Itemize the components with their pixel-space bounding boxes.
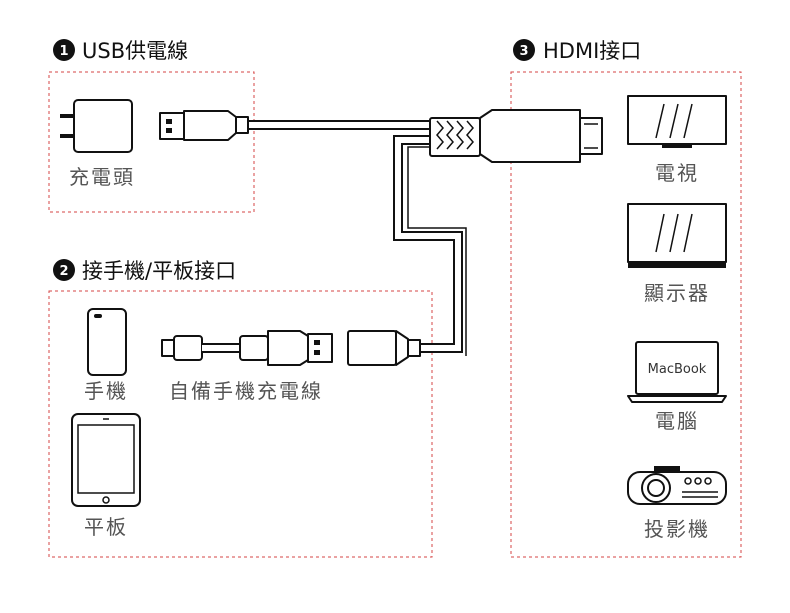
usb-power-box	[48, 71, 255, 213]
female-port-icon	[347, 330, 421, 366]
user-cable-icon	[161, 330, 333, 366]
number-3: 3	[519, 44, 528, 59]
monitor-icon	[627, 203, 727, 268]
number-1: 1	[59, 44, 68, 59]
charger-label: 充電頭	[69, 165, 135, 189]
projector-icon	[627, 466, 727, 505]
phone-tablet-box	[48, 290, 433, 558]
main-cable	[248, 120, 467, 356]
user-cable-label: 自備手機充電線	[169, 379, 323, 403]
hdmi-heading: 3 HDMI接口	[513, 39, 641, 63]
phone-tablet-heading: 2 接手機/平板接口	[53, 259, 236, 283]
tv-label: 電視	[655, 161, 699, 185]
tablet-icon	[71, 413, 141, 507]
projector-label: 投影機	[644, 517, 710, 541]
phone-tablet-title: 接手機/平板接口	[82, 259, 236, 283]
number-badge-1	[53, 39, 75, 61]
number-badge-3	[513, 39, 535, 61]
hdmi-box	[510, 71, 742, 558]
usb-a-plug-icon	[159, 110, 249, 141]
monitor-label: 顯示器	[644, 281, 710, 305]
tablet-label: 平板	[84, 515, 128, 539]
laptop-label: 電腦	[655, 409, 699, 433]
hdmi-title: HDMI接口	[543, 39, 641, 63]
usb-power-title: USB供電線	[82, 39, 188, 63]
phone-icon	[87, 308, 127, 376]
charger-icon	[60, 99, 133, 153]
number-2: 2	[59, 264, 68, 279]
number-badge-2	[53, 259, 75, 281]
phone-label: 手機	[84, 379, 128, 403]
tv-icon	[627, 95, 727, 148]
laptop-icon: MacBook	[627, 341, 727, 403]
usb-power-heading: 1 USB供電線	[53, 39, 188, 63]
laptop-screen-text: MacBook	[648, 362, 707, 377]
hdmi-plug	[429, 109, 603, 163]
